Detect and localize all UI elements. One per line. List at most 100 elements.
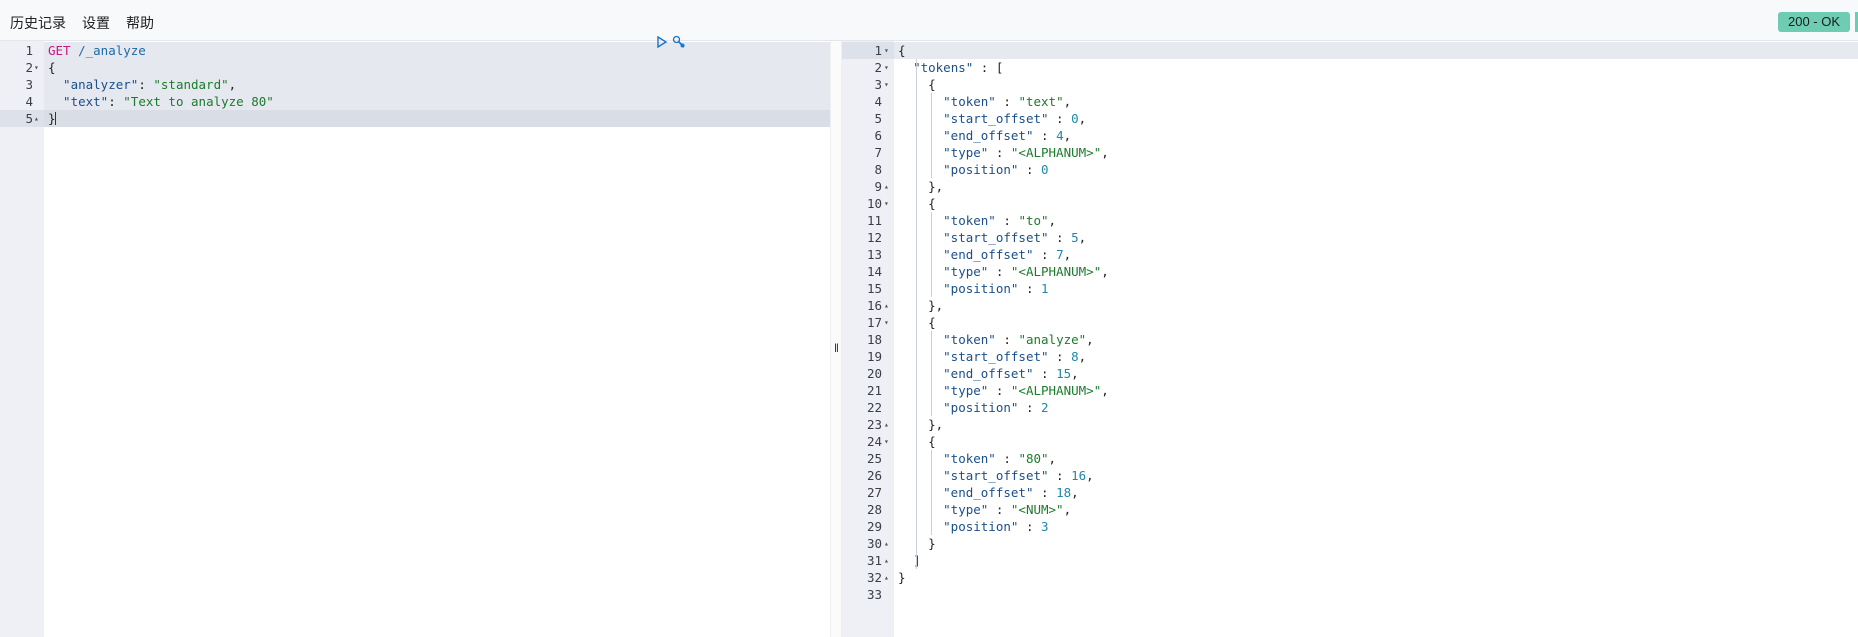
code-token: , (228, 77, 237, 92)
code-token: : (108, 94, 124, 109)
code-token: : (973, 60, 989, 75)
indent-guide (931, 331, 933, 416)
fold-toggle-icon[interactable]: ▾ (884, 46, 889, 55)
response-code-line: "position" : 2 (898, 399, 1048, 416)
code-token: : (1033, 485, 1049, 500)
code-token: 16 (1071, 468, 1087, 483)
menu-help[interactable]: 帮助 (126, 15, 154, 31)
fold-toggle-icon[interactable]: ▴ (884, 539, 889, 548)
play-icon[interactable] (656, 35, 668, 53)
menu-history[interactable]: 历史记录 (10, 15, 66, 31)
code-token (898, 451, 943, 466)
fold-toggle-icon[interactable]: ▾ (884, 63, 889, 72)
request-code-area[interactable]: GET /_analyze{ "analyzer": "standard", "… (44, 41, 830, 637)
code-token: "token" (943, 94, 996, 109)
code-token: "80" (1018, 451, 1049, 466)
request-line-highlight (44, 42, 830, 59)
response-code-line: "position" : 1 (898, 280, 1048, 297)
line-number: 11 (866, 213, 882, 228)
response-code-line: "position" : 3 (898, 518, 1048, 535)
pane-resizer[interactable]: ‖ (830, 41, 842, 637)
code-token: "end_offset" (943, 128, 1034, 143)
code-token (898, 77, 928, 92)
fold-toggle-icon[interactable]: ▾ (34, 63, 39, 72)
indent-guide (931, 212, 933, 297)
line-number: 4 (874, 94, 882, 109)
response-code-line: "token" : "text", (898, 93, 1071, 110)
response-code-line: { (898, 433, 936, 450)
line-number: 33 (866, 587, 882, 602)
fold-toggle-icon[interactable]: ▴ (884, 573, 889, 582)
status-badge: 200 - OK (1778, 12, 1851, 32)
line-number: 26 (866, 468, 882, 483)
fold-toggle-icon[interactable]: ▴ (884, 420, 889, 429)
code-token: : (988, 145, 1004, 160)
code-token: { (928, 434, 936, 449)
code-token: : (995, 94, 1011, 109)
code-token: : (1048, 111, 1064, 126)
code-token: "analyze" (1018, 332, 1087, 347)
fold-toggle-icon[interactable]: ▾ (884, 80, 889, 89)
code-token (1064, 349, 1072, 364)
indent-guide (931, 93, 933, 178)
code-token (898, 400, 943, 415)
code-token: : (1048, 230, 1064, 245)
fold-toggle-icon[interactable]: ▾ (884, 318, 889, 327)
code-token: } (898, 570, 906, 585)
code-token: 7 (1056, 247, 1064, 262)
code-token: } (48, 111, 56, 126)
line-number: 31 (866, 553, 882, 568)
fold-toggle-icon[interactable]: ▴ (884, 301, 889, 310)
fold-toggle-icon[interactable]: ▴ (34, 114, 39, 123)
code-token: "start_offset" (943, 230, 1049, 245)
code-token: : (1048, 349, 1064, 364)
response-code-line: { (898, 195, 936, 212)
code-token (898, 485, 943, 500)
line-number: 3 (25, 77, 33, 92)
line-number: 16 (866, 298, 882, 313)
status-badge-edge (1855, 12, 1858, 32)
line-number: 18 (866, 332, 882, 347)
line-number: 3 (874, 77, 882, 92)
code-token: "standard" (153, 77, 229, 92)
code-token: : (1018, 162, 1034, 177)
line-number: 8 (874, 162, 882, 177)
code-token: 0 (1071, 111, 1079, 126)
code-token: : (988, 383, 1004, 398)
fold-toggle-icon[interactable]: ▴ (884, 556, 889, 565)
code-token (898, 383, 943, 398)
drag-handle-icon[interactable]: ‖ (834, 341, 839, 355)
response-code-line: "start_offset" : 5, (898, 229, 1086, 246)
code-token: "type" (943, 383, 989, 398)
code-token (1003, 502, 1011, 517)
response-code-line: "token" : "80", (898, 450, 1056, 467)
code-token: , (1063, 502, 1072, 517)
fold-toggle-icon[interactable]: ▾ (884, 437, 889, 446)
line-number: 21 (866, 383, 882, 398)
code-token (898, 502, 943, 517)
code-token: , (1063, 247, 1072, 262)
line-number: 2 (874, 60, 882, 75)
code-token: : (1033, 128, 1049, 143)
line-number: 7 (874, 145, 882, 160)
code-token: "end_offset" (943, 247, 1034, 262)
response-code-line: { (898, 314, 936, 331)
line-number: 9 (874, 179, 882, 194)
code-token: } (928, 179, 936, 194)
response-code-line: "start_offset" : 8, (898, 348, 1086, 365)
wrench-icon[interactable] (672, 35, 686, 54)
menu-settings[interactable]: 设置 (82, 15, 110, 31)
code-token (898, 213, 943, 228)
code-token (1003, 145, 1011, 160)
code-token (898, 281, 943, 296)
fold-toggle-icon[interactable]: ▾ (884, 199, 889, 208)
code-token: , (935, 417, 944, 432)
line-number: 5 (25, 111, 33, 126)
code-token: 18 (1056, 485, 1072, 500)
fold-toggle-icon[interactable]: ▴ (884, 182, 889, 191)
code-token: , (935, 298, 944, 313)
code-token: "text" (1018, 94, 1064, 109)
